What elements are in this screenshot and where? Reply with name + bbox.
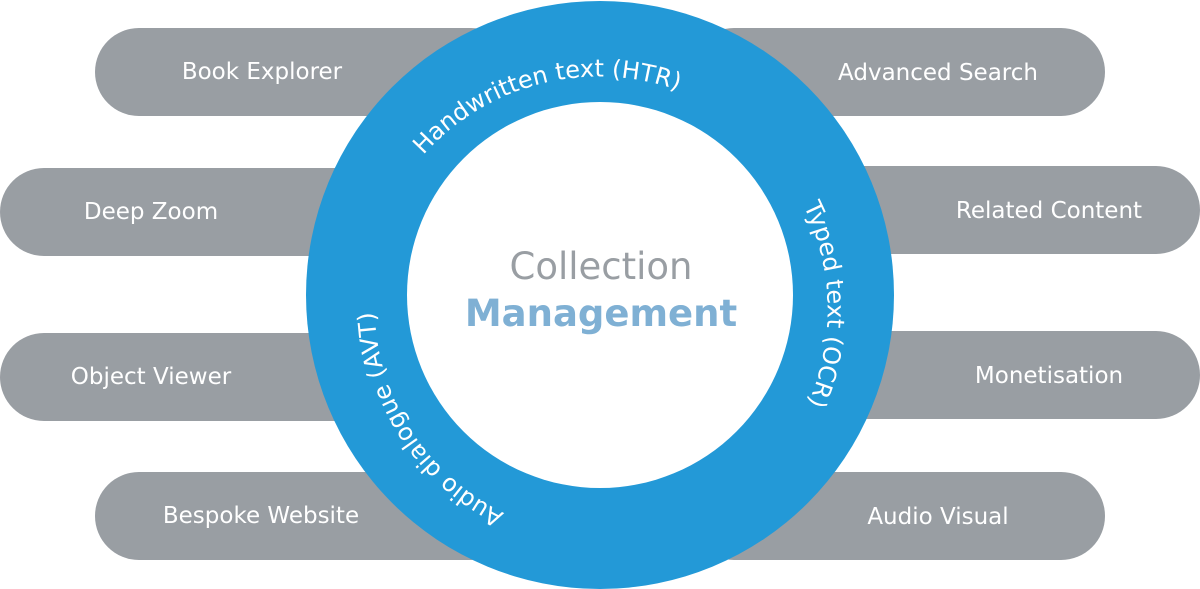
feature-label: Related Content — [956, 198, 1142, 224]
feature-label: Bespoke Website — [163, 503, 359, 529]
feature-label: Object Viewer — [71, 364, 232, 390]
feature-label: Monetisation — [975, 363, 1123, 389]
center-title-line2: Management — [465, 292, 737, 335]
inner-circle — [407, 102, 793, 488]
center-title-line1: Collection — [509, 245, 692, 288]
feature-label: Book Explorer — [182, 59, 343, 85]
feature-label: Audio Visual — [867, 504, 1008, 530]
feature-label: Advanced Search — [838, 60, 1038, 86]
feature-label: Deep Zoom — [84, 199, 218, 225]
